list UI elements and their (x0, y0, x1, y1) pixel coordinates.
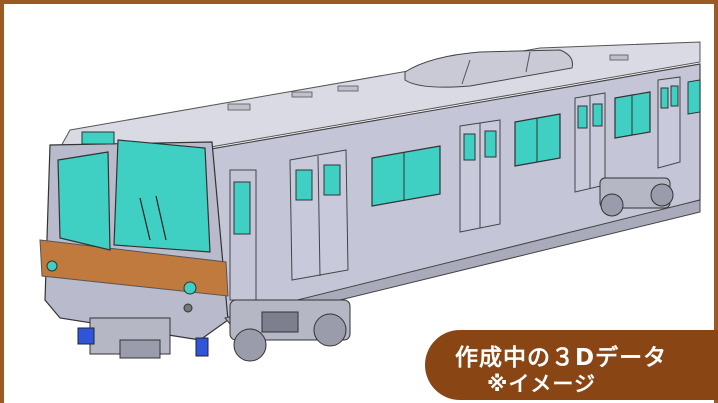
destination-sign (81, 131, 115, 145)
side-window-1 (371, 145, 441, 207)
door-window (295, 169, 313, 201)
roof-vent (291, 91, 313, 98)
headlight-right (183, 281, 197, 295)
status-badge: 作成中の３Dデータ ※イメージ (425, 330, 718, 400)
coupler (77, 317, 209, 359)
door-window (592, 103, 603, 127)
roof-vent (609, 54, 629, 61)
front-bogie (229, 299, 351, 362)
door-window (463, 133, 476, 161)
side-window-4 (687, 79, 701, 115)
door-window (577, 105, 588, 129)
door-window (323, 164, 341, 196)
front-stripe (39, 239, 229, 297)
front-window-right (113, 139, 211, 253)
cab-door-window (233, 181, 251, 235)
door-window (660, 87, 669, 109)
front-window-left (57, 151, 111, 251)
door-window (670, 85, 679, 107)
door-window (484, 130, 497, 158)
badge-line-2: ※イメージ (487, 372, 596, 396)
rear-bogie (599, 177, 674, 217)
roof-vent (227, 103, 251, 111)
badge-line-1: 作成中の３Dデータ (455, 345, 668, 371)
roof-vent (337, 85, 359, 92)
taillight (183, 303, 193, 313)
headlight-left (46, 260, 58, 272)
roof-ac-unit (404, 49, 573, 88)
